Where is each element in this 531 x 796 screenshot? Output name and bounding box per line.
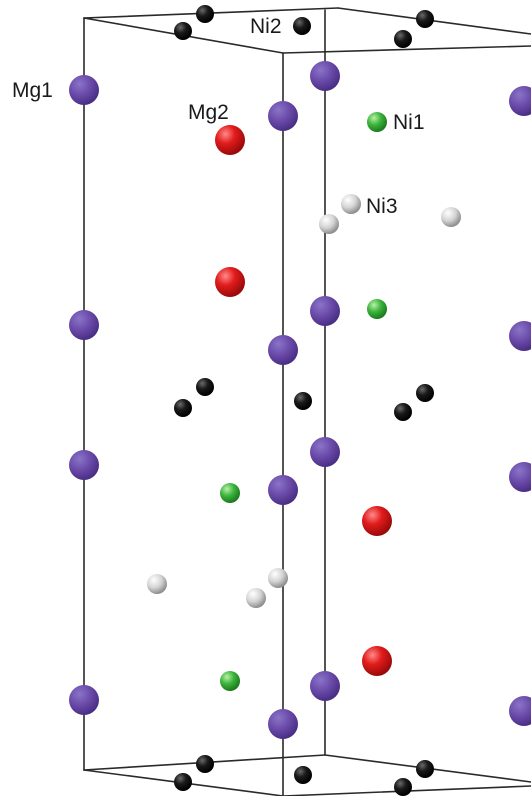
atom-white [319,214,339,234]
atom-purple [268,709,298,739]
atom-purple [509,321,531,351]
label-ni1: Ni1 [393,111,425,134]
atom-purple [69,685,99,715]
atom-black [174,399,192,417]
atom-black [196,378,214,396]
atom-black [416,10,434,28]
atom-black [294,766,312,784]
atom-red [215,267,245,297]
atom-green [220,483,240,503]
atom-red [362,506,392,536]
ni3-white-atoms [147,194,461,608]
atom-purple [268,101,298,131]
atom-purple [509,86,531,116]
atom-black [394,403,412,421]
atom-purple [310,296,340,326]
atom-black [174,22,192,40]
atom-purple [69,450,99,480]
atom-white [246,588,266,608]
label-ni3: Ni3 [366,195,398,218]
atom-purple [509,462,531,492]
atom-black [293,17,311,35]
atom-purple [509,696,531,726]
mg-purple-atoms [69,61,531,739]
atom-purple [268,475,298,505]
label-ni2: Ni2 [250,15,282,38]
atom-purple [310,437,340,467]
cell-edge [337,7,531,35]
red-atoms [215,125,392,676]
atom-purple [268,335,298,365]
atom-black [394,30,412,48]
ni1-green-atoms [220,112,387,691]
atom-black [196,5,214,23]
label-mg1: Mg1 [12,79,53,102]
ni2-label-bg [246,13,290,38]
site-labels: Mg1 Mg2 Ni1 Ni2 Ni3 [12,13,425,218]
atom-black [394,778,412,796]
label-mg2: Mg2 [188,101,229,124]
atom-green [367,299,387,319]
atom-green [367,112,387,132]
atom-black [196,755,214,773]
atom-red [215,125,245,155]
atom-purple [310,61,340,91]
atom-black [294,392,312,410]
atom-black [416,384,434,402]
atom-white [341,194,361,214]
atom-white [441,207,461,227]
atom-purple [69,75,99,105]
atom-white [147,574,167,594]
atom-purple [310,671,340,701]
atom-red [362,646,392,676]
atom-purple [69,310,99,340]
ni2-black-atoms [174,5,434,796]
atom-black [416,760,434,778]
atom-white [268,568,288,588]
unit-cell-frame [83,7,531,796]
atom-black [174,773,192,791]
atom-green [220,671,240,691]
